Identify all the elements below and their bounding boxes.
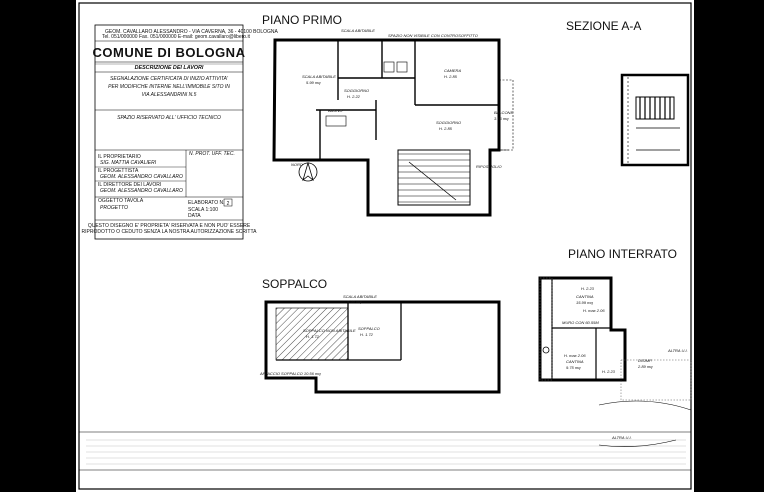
sop-note: AFFACCIO SOPPALCO 10.56 mq — [259, 371, 321, 376]
sop-room-3: SOPPALCO — [358, 326, 380, 331]
sop-room-1-area: 5.99 mq — [347, 299, 362, 304]
int-room-2: MURO CON 60.55M — [562, 320, 599, 325]
work-line-1: SEGNALAZIONE CERTIFICATA DI INIZIO ATTIV… — [110, 76, 229, 82]
pp-room-6: SOGGIORNO — [436, 120, 461, 125]
owner-name: SIG. MATTIA CAVALIERI — [100, 160, 157, 166]
plan-piano-primo: PIANO PRIMO — [262, 13, 513, 217]
int-room-4-area: 2.89 mq — [637, 364, 653, 369]
designer-name: GEOM. ALESSANDRO CAVALLARO — [100, 174, 183, 180]
pp-room-4: CAMERA — [444, 68, 461, 73]
int-h-3: H. max 2.06 — [583, 308, 605, 313]
pp-room-3: SOGGIORNO — [344, 88, 369, 93]
pp-room-1: SCALA ABITABILE — [302, 74, 336, 79]
pp-room-scala: SCALA ABITABILE — [341, 28, 375, 33]
owner-label: IL PROPRIETARIO — [98, 154, 141, 160]
pp-room-1-area: 5.99 mq — [306, 80, 321, 85]
int-room-3-area: 9.75 mq — [566, 365, 581, 370]
int-room-3: CANTINA — [566, 359, 584, 364]
office-space-label: SPAZIO RISERVATO ALL' UFFICIO TECNICO — [117, 115, 221, 121]
date-label: DATA — [188, 213, 201, 219]
north-label: NORD — [291, 162, 303, 167]
pp-room-5: BAGNO — [328, 108, 342, 113]
sop-room-2-area: H. 1.72 — [306, 334, 320, 339]
pp-room-7-area: 3.85 mq — [494, 116, 509, 121]
work-line-3: VIA ALESSANDRINI N.5 — [142, 92, 197, 98]
piano-primo-title: PIANO PRIMO — [262, 13, 342, 27]
int-h-4: H. max 2.06 — [564, 353, 586, 358]
sop-room-1: SCALA ABITABILE — [343, 294, 377, 299]
pp-room-2: SPAZIO NON VISIBILE CON CONTROSOFFITTO — [388, 33, 478, 38]
drawing-label: OGGETTO TAVOLA — [98, 198, 144, 204]
disclaimer-line-2: RIPRODOTTO O CEDUTO SENZA LA NOSTRA AUTO… — [82, 229, 258, 235]
works-label: DESCRIZIONE DEI LAVORI — [135, 65, 204, 71]
title-block: GEOM. CAVALLARO ALESSANDRO - VIA CAVERNA… — [82, 24, 279, 240]
int-altra: ALTRA U.I. — [667, 348, 688, 353]
disclaimer-line-1: QUESTO DISEGNO E' PROPRIETA' RISERVATA E… — [88, 223, 251, 229]
soppalco-title: SOPPALCO — [262, 277, 327, 291]
pp-room-4-area: H. 2.85 — [444, 74, 458, 79]
pp-room-8: RIPOSTIGLIO — [476, 164, 502, 169]
int-h-2: H. 2.23 — [602, 369, 616, 374]
north-arrow-icon: NORD — [291, 161, 318, 182]
pp-room-3-area: H. 2.22 — [347, 94, 361, 99]
sop-room-2: SOPPALCO NON ABITABILE — [303, 328, 356, 333]
plan-soppalco: SOPPALCO SCALA ABITABILE 5.99 mq SOPPALC… — [259, 277, 501, 394]
work-line-2: PER MODIFICHE INTERNE NELL'IMMOBILE SITO… — [108, 84, 230, 90]
int-h-1: H. 2.23 — [581, 286, 595, 291]
municipality-title: COMUNE DI BOLOGNA — [93, 45, 246, 60]
sheet-label: ELABORATO N. — [188, 200, 225, 206]
studio-line: GEOM. CAVALLARO ALESSANDRO - VIA CAVERNA… — [105, 29, 279, 35]
interrato-title: PIANO INTERRATO — [568, 247, 677, 261]
studio-contacts: Tel. 051/000000 Fax. 051/000000 E-mail: … — [102, 34, 251, 40]
pp-room-6-area: H. 2.85 — [439, 126, 453, 131]
plan-sheet-svg: GEOM. CAVALLARO ALESSANDRO - VIA CAVERNA… — [78, 2, 692, 490]
protocol-label: N. PROT. UFF. TEC. — [189, 151, 235, 157]
sheet-number: 2 — [227, 201, 230, 207]
int-room-1: CANTINA — [576, 294, 594, 299]
scale-label: SCALA 1:100 — [188, 207, 218, 213]
director-name: GEOM. ALESSANDRO CAVALLARO — [100, 188, 183, 194]
drawing-sheet: GEOM. CAVALLARO ALESSANDRO - VIA CAVERNA… — [76, 0, 694, 492]
int-altra-2: ALTRA U.I. — [611, 435, 632, 440]
drawing-subject: PROGETTO — [100, 205, 128, 211]
pp-room-7: BALCONE — [494, 110, 513, 115]
plan-sezione: SEZIONE A-A — [566, 19, 690, 167]
sop-room-3-area: H. 1.72 — [360, 332, 374, 337]
int-room-1-area: 15.99 mq — [576, 300, 593, 305]
designer-label: IL PROGETTISTA — [98, 168, 139, 174]
director-label: IL DIRETTORE DEI LAVORI — [98, 182, 161, 188]
sezione-title: SEZIONE A-A — [566, 19, 641, 33]
int-room-4: DISIMP. — [638, 358, 652, 363]
plan-piano-interrato: PIANO INTERRATO H. 2.23 CANTINA 15.99 mq… — [538, 247, 692, 447]
